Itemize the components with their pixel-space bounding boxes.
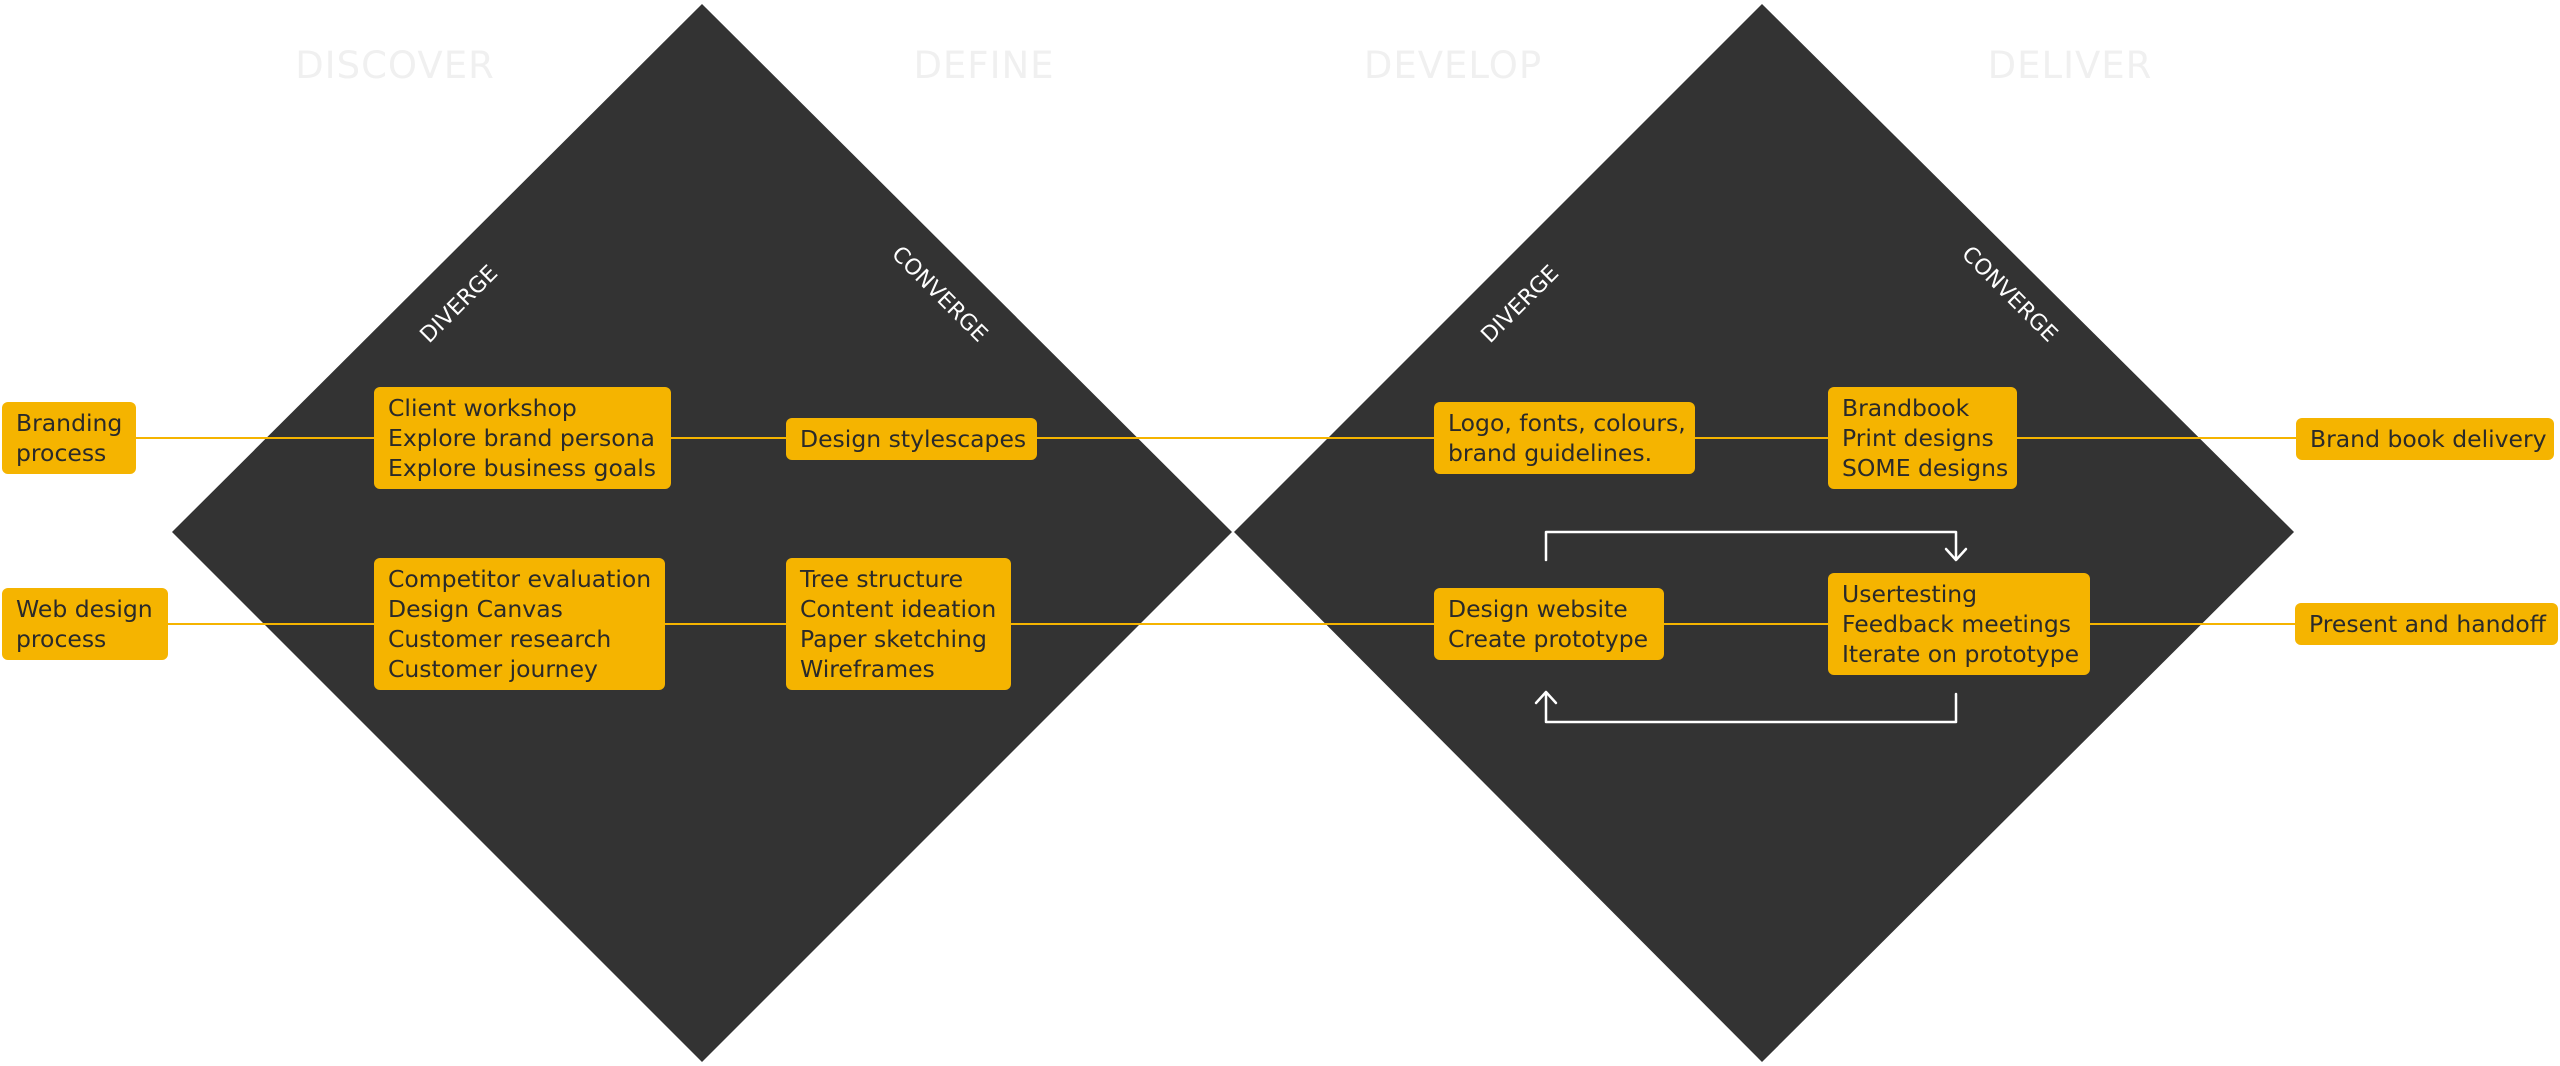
box-line: Design website [1448,595,1628,623]
box-line: Brandbook [1842,394,1970,422]
box-line: Print designs [1842,424,1994,452]
box-line: Client workshop [388,394,577,422]
branding-process-label: Branding process [2,402,136,474]
box-line: Customer research [388,625,612,653]
box-line: Iterate on prototype [1842,640,2080,668]
brand-book-delivery-box: Brand book delivery [2296,418,2554,460]
box-line: Customer journey [388,655,598,683]
phase-label-deliver: DELIVER [1987,44,2153,87]
present-and-handoff-box: Present and handoff [2295,603,2558,645]
box-line: process [16,439,107,467]
branding-discover-box: Client workshop Explore brand persona Ex… [374,387,671,489]
loop-bottom-arrowhead [1534,690,1558,705]
web-define-box: Tree structure Content ideation Paper sk… [786,558,1011,690]
box-line: Web design [16,595,153,623]
branding-define-box: Design stylescapes [786,418,1037,460]
box-line: Competitor evaluation [388,565,652,593]
box-line: brand guidelines. [1448,439,1653,467]
box-line: Design Canvas [388,595,563,623]
box-line: Create prototype [1448,625,1649,653]
phase-label-discover: DISCOVER [295,44,495,87]
loop-top-arrow [1544,530,1958,562]
box-line: Brand book delivery [2310,425,2547,453]
phase-label-define: DEFINE [913,44,1055,87]
box-line: Content ideation [800,595,997,623]
loop-bottom-arrow [1544,692,1958,724]
box-line: Branding [16,409,123,437]
box-line: Tree structure [800,565,964,593]
web-deliver-box: Usertesting Feedback meetings Iterate on… [1828,573,2090,675]
branding-deliver-box: Brandbook Print designs SOME designs [1828,387,2017,489]
box-line: Feedback meetings [1842,610,2071,638]
box-line: Paper sketching [800,625,987,653]
box-line: Wireframes [800,655,935,683]
box-line: Present and handoff [2309,610,2546,638]
box-line: Explore business goals [388,454,657,482]
box-line: Explore brand persona [388,424,655,452]
loop-top-arrowhead [1944,547,1968,562]
box-line: Logo, fonts, colours, [1448,409,1686,437]
web-discover-box: Competitor evaluation Design Canvas Cust… [374,558,665,690]
web-design-process-label: Web design process [2,588,168,660]
box-line: Design stylescapes [800,425,1027,453]
phase-label-develop: DEVELOP [1363,44,1543,87]
box-line: Usertesting [1842,580,1978,608]
diamond-left [172,4,1232,1062]
web-develop-box: Design website Create prototype [1434,588,1664,660]
box-line: SOME designs [1842,454,2009,482]
box-line: process [16,625,107,653]
branding-develop-box: Logo, fonts, colours, brand guidelines. [1434,402,1695,474]
iteration-loop-arrows [1534,530,1968,724]
